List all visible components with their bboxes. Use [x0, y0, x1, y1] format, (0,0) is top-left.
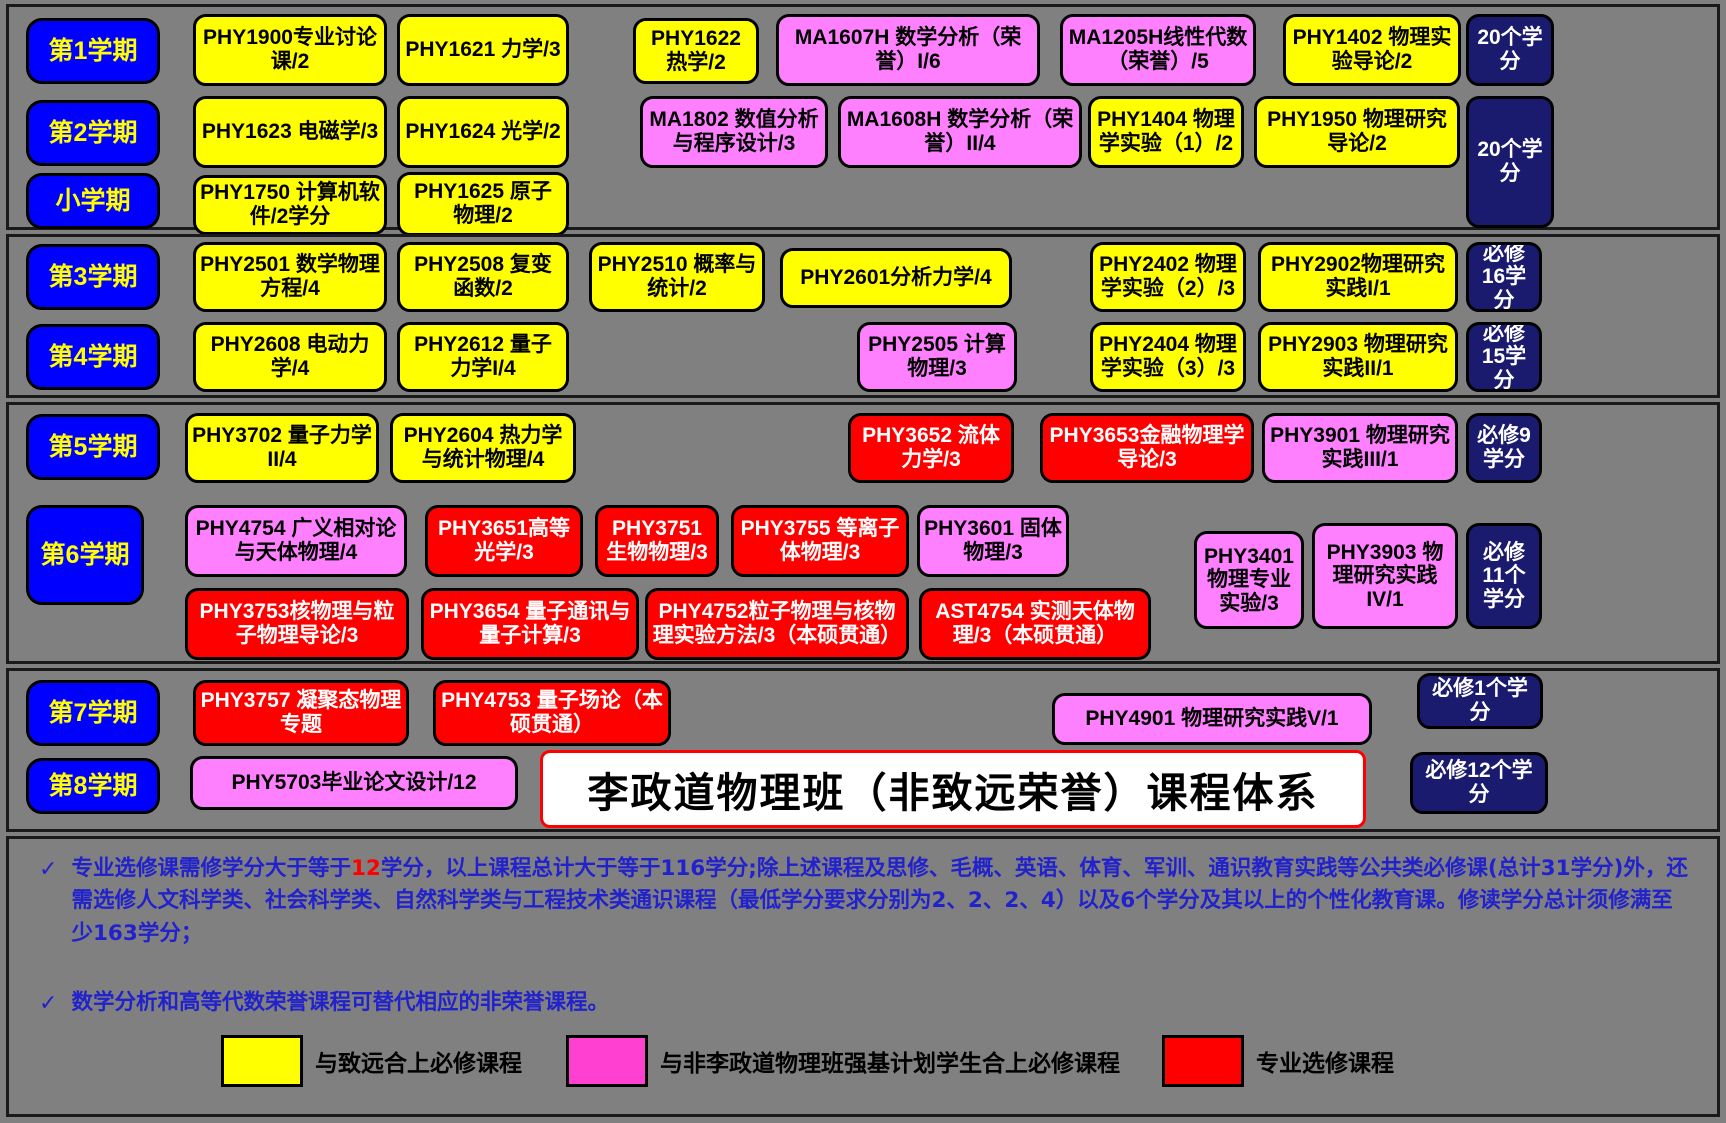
course-chip[interactable]: PHY3601 固体物理/3 — [917, 505, 1069, 577]
semester-label-1: 第1学期 — [26, 18, 160, 84]
course-chip[interactable]: MA1802 数值分析与程序设计/3 — [640, 96, 828, 168]
course-chip[interactable]: PHY2612 量子力学I/4 — [397, 322, 569, 392]
check-icon: ✓ — [39, 990, 58, 1015]
course-chip[interactable]: PHY3653金融物理学导论/3 — [1040, 413, 1254, 483]
course-chip[interactable]: PHY2404 物理学实验（3）/3 — [1090, 322, 1246, 392]
semester-label-small: 小学期 — [26, 173, 160, 229]
legend-label: 与致远合上必修课程 — [315, 1051, 522, 1077]
credit-badge: 20个学分 — [1466, 14, 1554, 86]
course-chip[interactable]: PHY2510 概率与统计/2 — [589, 242, 765, 312]
course-chip[interactable]: PHY4901 物理研究实践V/1 — [1052, 693, 1372, 745]
legend-swatch-icon — [1162, 1035, 1244, 1087]
course-chip[interactable]: PHY3903 物理研究实践IV/1 — [1312, 523, 1458, 629]
course-chip[interactable]: MA1607H 数学分析（荣誉）I/6 — [776, 14, 1040, 86]
course-chip[interactable]: PHY1950 物理研究导论/2 — [1254, 96, 1460, 168]
course-chip[interactable]: PHY2903 物理研究实践II/1 — [1258, 322, 1458, 392]
page-title: 李政道物理班（非致远荣誉）课程体系 — [540, 750, 1366, 828]
semester-label-3: 第3学期 — [26, 244, 160, 310]
course-chip[interactable]: MA1608H 数学分析（荣誉）II/4 — [838, 96, 1082, 168]
legend-item-red: 专业选修课程 — [1162, 1035, 1394, 1087]
course-chip[interactable]: PHY2505 计算物理/3 — [857, 322, 1017, 392]
course-chip[interactable]: PHY2508 复变函数/2 — [397, 242, 569, 312]
course-chip[interactable]: PHY4753 量子场论（本硕贯通） — [433, 680, 671, 746]
course-chip[interactable]: PHY1625 原子物理/2 — [397, 172, 569, 236]
course-chip[interactable]: PHY2402 物理学实验（2）/3 — [1090, 242, 1246, 312]
course-chip[interactable]: PHY1622 热学/2 — [633, 18, 759, 84]
legend: 与致远合上必修课程 与非李政道物理班强基计划学生合上必修课程 专业选修课程 — [9, 1035, 1717, 1087]
course-chip[interactable]: PHY1404 物理学实验（1）/2 — [1088, 96, 1244, 168]
course-chip[interactable]: PHY2601分析力学/4 — [780, 248, 1012, 308]
credit-badge: 必修9学分 — [1466, 413, 1542, 483]
course-chip[interactable]: PHY3755 等离子体物理/3 — [731, 505, 909, 577]
note-item: ✓ 专业选修课需修学分大于等于12学分，以上课程总计大于等于116学分;除上述课… — [39, 853, 1689, 950]
course-chip[interactable]: PHY1900专业讨论课/2 — [193, 14, 387, 86]
legend-item-pink: 与非李政道物理班强基计划学生合上必修课程 — [566, 1035, 1120, 1087]
course-chip[interactable]: PHY4754 广义相对论与天体物理/4 — [185, 505, 407, 577]
footer-notes-panel: ✓ 专业选修课需修学分大于等于12学分，以上课程总计大于等于116学分;除上述课… — [6, 836, 1720, 1117]
credit-badge: 必修11个学分 — [1466, 523, 1542, 629]
course-chip[interactable]: PHY1623 电磁学/3 — [193, 96, 387, 168]
course-chip[interactable]: PHY1624 光学/2 — [397, 96, 569, 168]
course-chip[interactable]: PHY3757 凝聚态物理专题 — [193, 680, 409, 746]
note-text: 专业选修课需修学分大于等于12学分，以上课程总计大于等于116学分;除上述课程及… — [71, 853, 1689, 950]
course-chip[interactable]: PHY3652 流体力学/3 — [848, 413, 1014, 483]
note-item: ✓ 数学分析和高等代数荣誉课程可替代相应的非荣誉课程。 — [39, 987, 1689, 1019]
legend-label: 专业选修课程 — [1256, 1051, 1394, 1077]
course-chip[interactable]: PHY3401 物理专业实验/3 — [1194, 531, 1304, 629]
semester-label-7: 第7学期 — [26, 680, 160, 746]
credit-badge: 20个学分 — [1466, 96, 1554, 228]
note-text-pre: 数学分析和高等代数荣誉课程可替代相应的非荣誉课程。 — [71, 990, 609, 1015]
credit-badge: 必修16学分 — [1466, 242, 1542, 312]
credit-badge: 必修15学分 — [1466, 322, 1542, 392]
course-chip[interactable]: PHY3651高等光学/3 — [425, 505, 583, 577]
course-chip[interactable]: PHY3901 物理研究实践III/1 — [1262, 413, 1458, 483]
course-chip[interactable]: MA1205H线性代数（荣誉）/5 — [1060, 14, 1256, 86]
course-chip[interactable]: AST4754 实测天体物理/3（本硕贯通） — [919, 588, 1151, 660]
legend-swatch-icon — [566, 1035, 648, 1087]
course-chip[interactable]: PHY3654 量子通讯与量子计算/3 — [421, 588, 639, 660]
course-chip[interactable]: PHY3751 生物物理/3 — [595, 505, 719, 577]
legend-item-yellow: 与致远合上必修课程 — [221, 1035, 522, 1087]
legend-swatch-icon — [221, 1035, 303, 1087]
course-chip[interactable]: PHY1621 力学/3 — [397, 14, 569, 86]
semester-label-4: 第4学期 — [26, 324, 160, 390]
credit-badge: 必修1个学分 — [1417, 673, 1543, 729]
semester-label-6: 第6学期 — [26, 505, 144, 605]
legend-label: 与非李政道物理班强基计划学生合上必修课程 — [660, 1051, 1120, 1077]
check-icon: ✓ — [39, 856, 58, 881]
semester-label-2: 第2学期 — [26, 100, 160, 166]
course-chip[interactable]: PHY1750 计算机软件/2学分 — [193, 175, 387, 235]
note-text-pre: 专业选修课需修学分大于等于 — [71, 856, 351, 881]
course-chip[interactable]: PHY2608 电动力学/4 — [193, 322, 387, 392]
course-chip[interactable]: PHY1402 物理实验导论/2 — [1283, 14, 1461, 86]
credit-badge: 必修12个学分 — [1410, 752, 1548, 814]
course-chip[interactable]: PHY2902物理研究实践I/1 — [1258, 242, 1458, 312]
course-chip[interactable]: PHY5703毕业论文设计/12 — [190, 756, 518, 810]
course-chip[interactable]: PHY4752粒子物理与核物理实验方法/3（本硕贯通） — [645, 588, 909, 660]
note-highlight: 12 — [350, 856, 381, 881]
course-chip[interactable]: PHY2501 数学物理方程/4 — [193, 242, 387, 312]
semester-label-5: 第5学期 — [26, 414, 160, 480]
semester-label-8: 第8学期 — [26, 758, 160, 814]
course-chip[interactable]: PHY3753核物理与粒子物理导论/3 — [185, 588, 409, 660]
course-chip[interactable]: PHY2604 热力学与统计物理/4 — [390, 413, 576, 483]
course-chip[interactable]: PHY3702 量子力学II/4 — [185, 413, 379, 483]
note-text-post: 学分，以上课程总计大于等于116学分;除上述课程及思修、毛概、英语、体育、军训、… — [71, 856, 1688, 946]
